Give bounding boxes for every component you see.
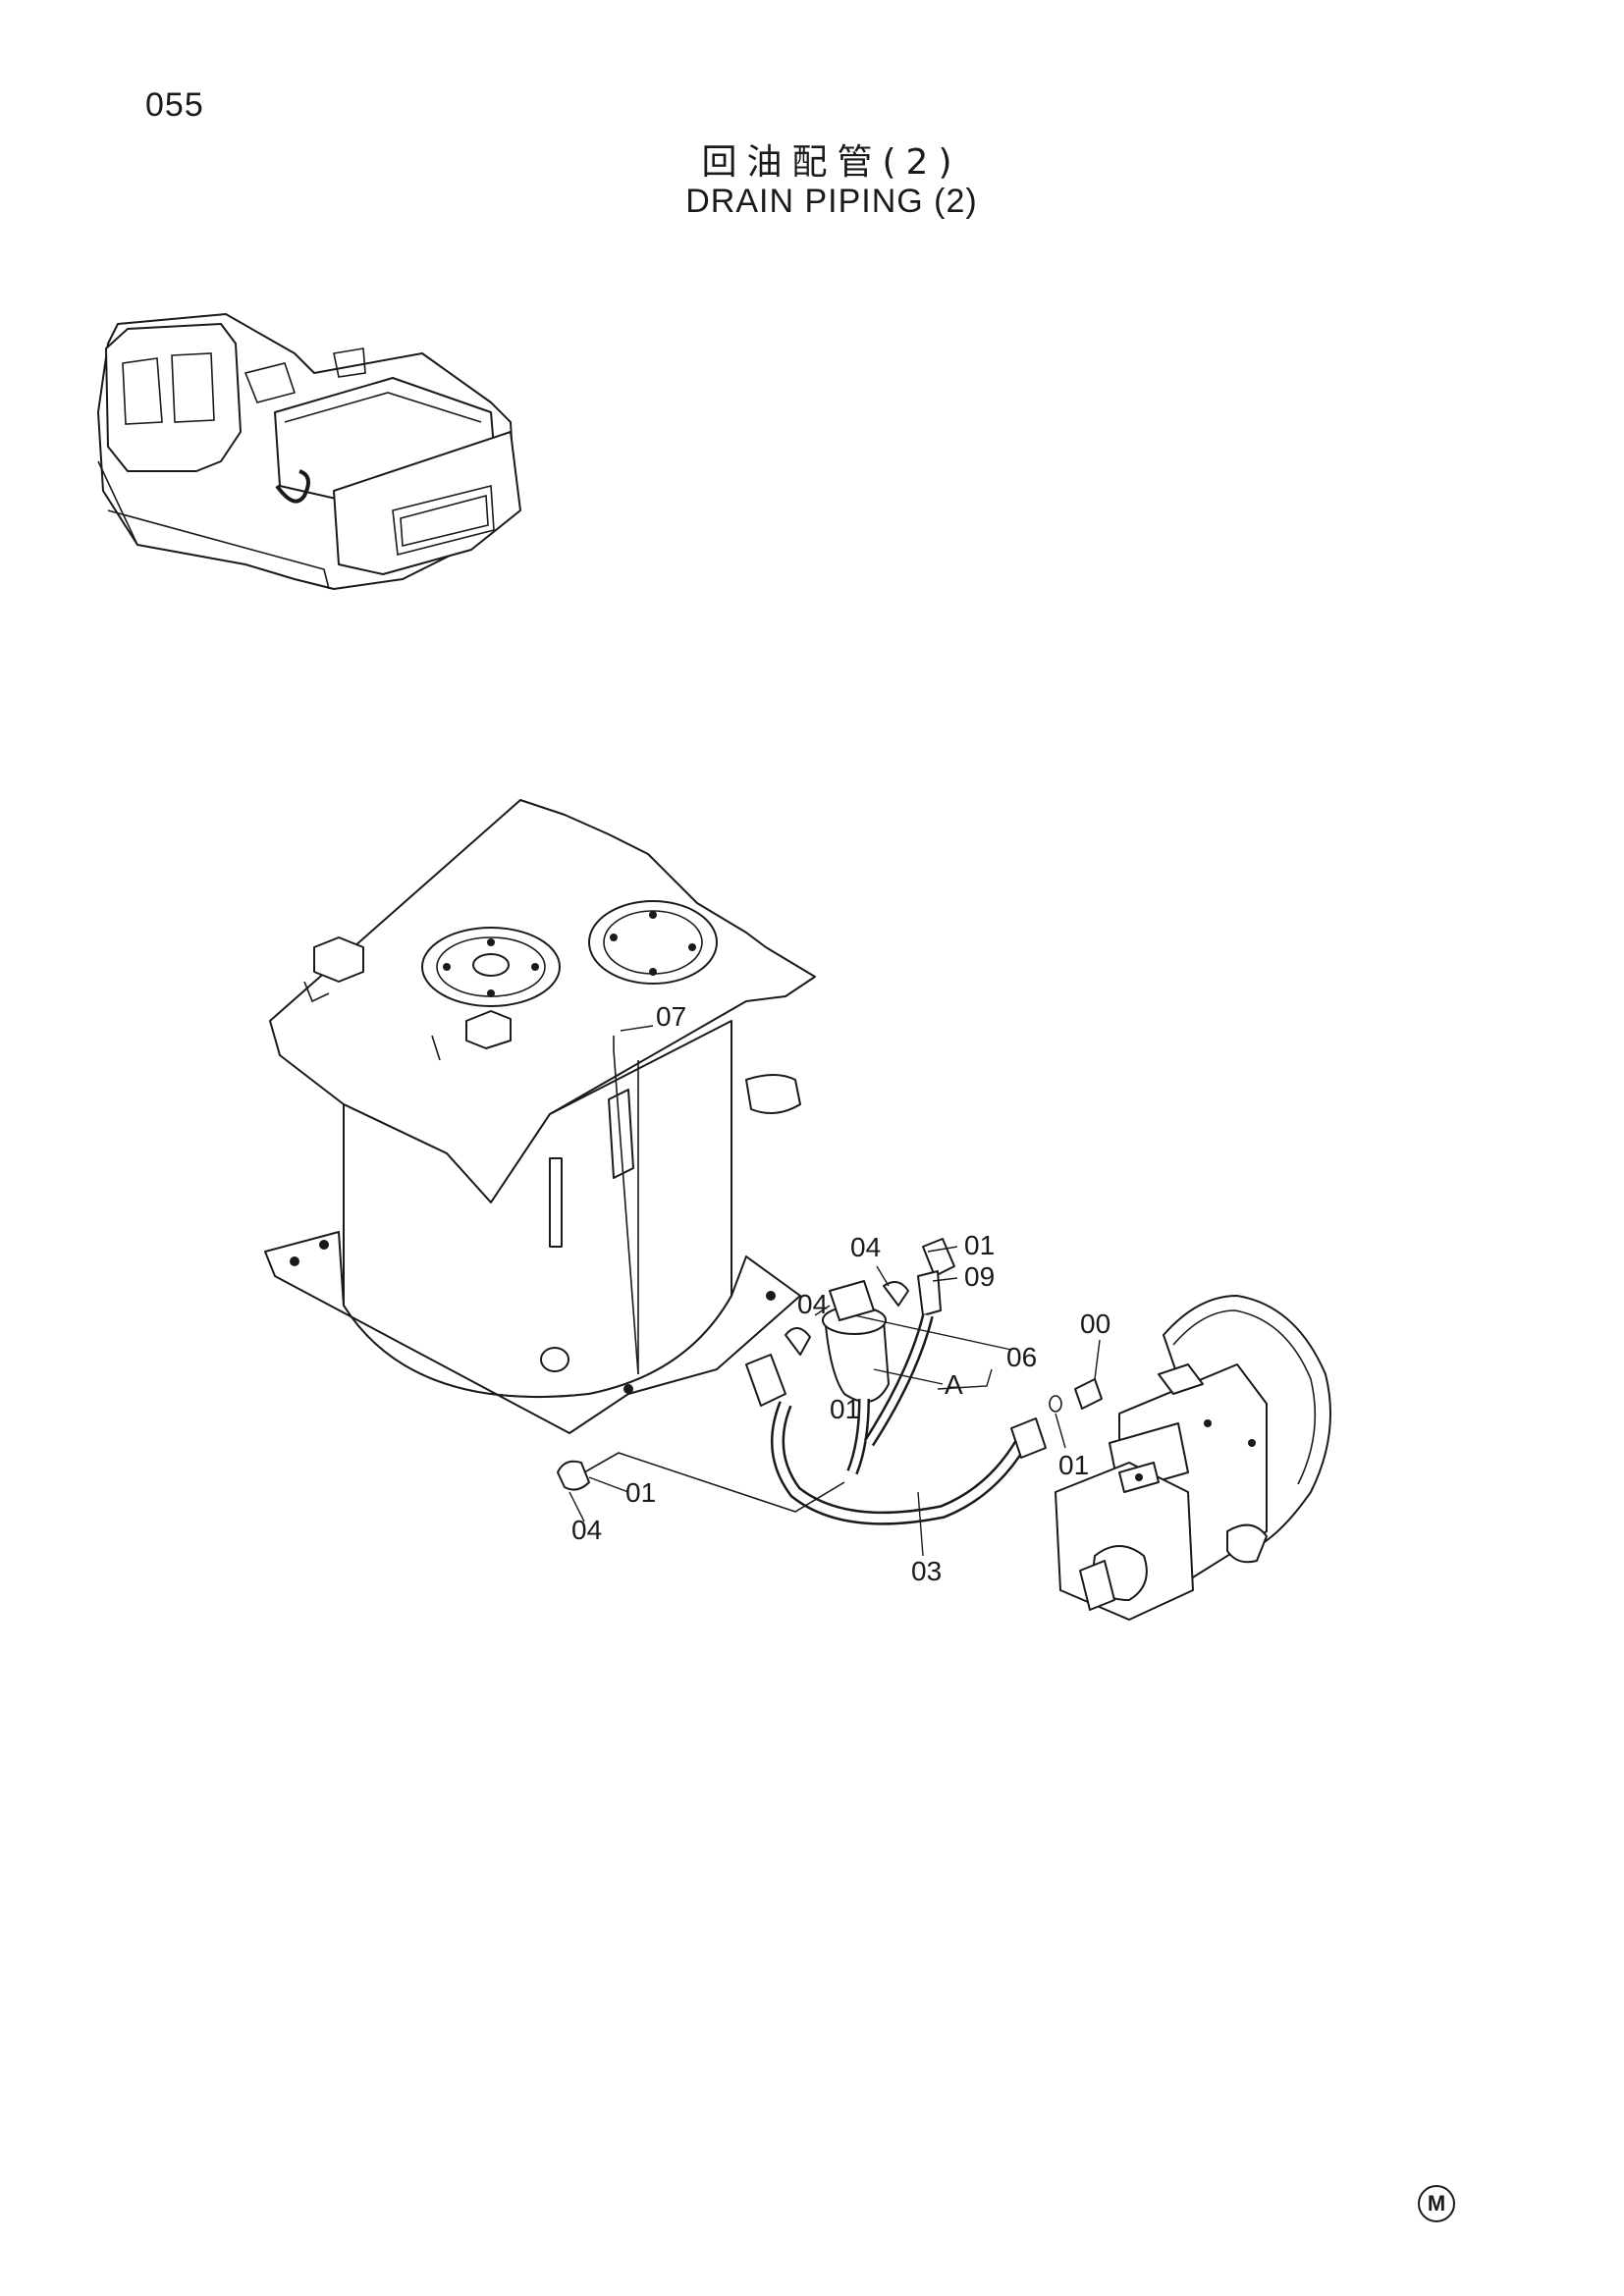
- page-title-english: DRAIN PIPING (2): [685, 183, 978, 220]
- manufacturer-logo-mark: M: [1418, 2185, 1455, 2222]
- callout-03: 03: [911, 1556, 942, 1586]
- callout-01-filter: 01: [830, 1394, 860, 1424]
- callout-01-lower: 01: [625, 1477, 656, 1508]
- excavator-overview-illustration: [97, 313, 521, 590]
- callout-04-upper: 04: [850, 1232, 881, 1262]
- callout-09: 09: [964, 1261, 995, 1292]
- page-number: 055: [145, 86, 204, 124]
- hydraulic-pump-illustration: [1055, 1295, 1331, 1621]
- callout-07: 07: [656, 1001, 686, 1032]
- callout-01-pump: 01: [1058, 1450, 1089, 1480]
- callout-leaders: [568, 1025, 1101, 1557]
- callout-06: 06: [1006, 1342, 1037, 1372]
- callout-04-filter: 04: [797, 1289, 828, 1319]
- hydraulic-tank-illustration: [264, 799, 816, 1434]
- callout-A: A: [945, 1369, 963, 1400]
- callout-04-lower: 04: [571, 1515, 602, 1545]
- callout-01-upper: 01: [964, 1230, 995, 1260]
- callout-00: 00: [1080, 1308, 1110, 1339]
- page-title-chinese: 回油配管(2): [701, 142, 962, 183]
